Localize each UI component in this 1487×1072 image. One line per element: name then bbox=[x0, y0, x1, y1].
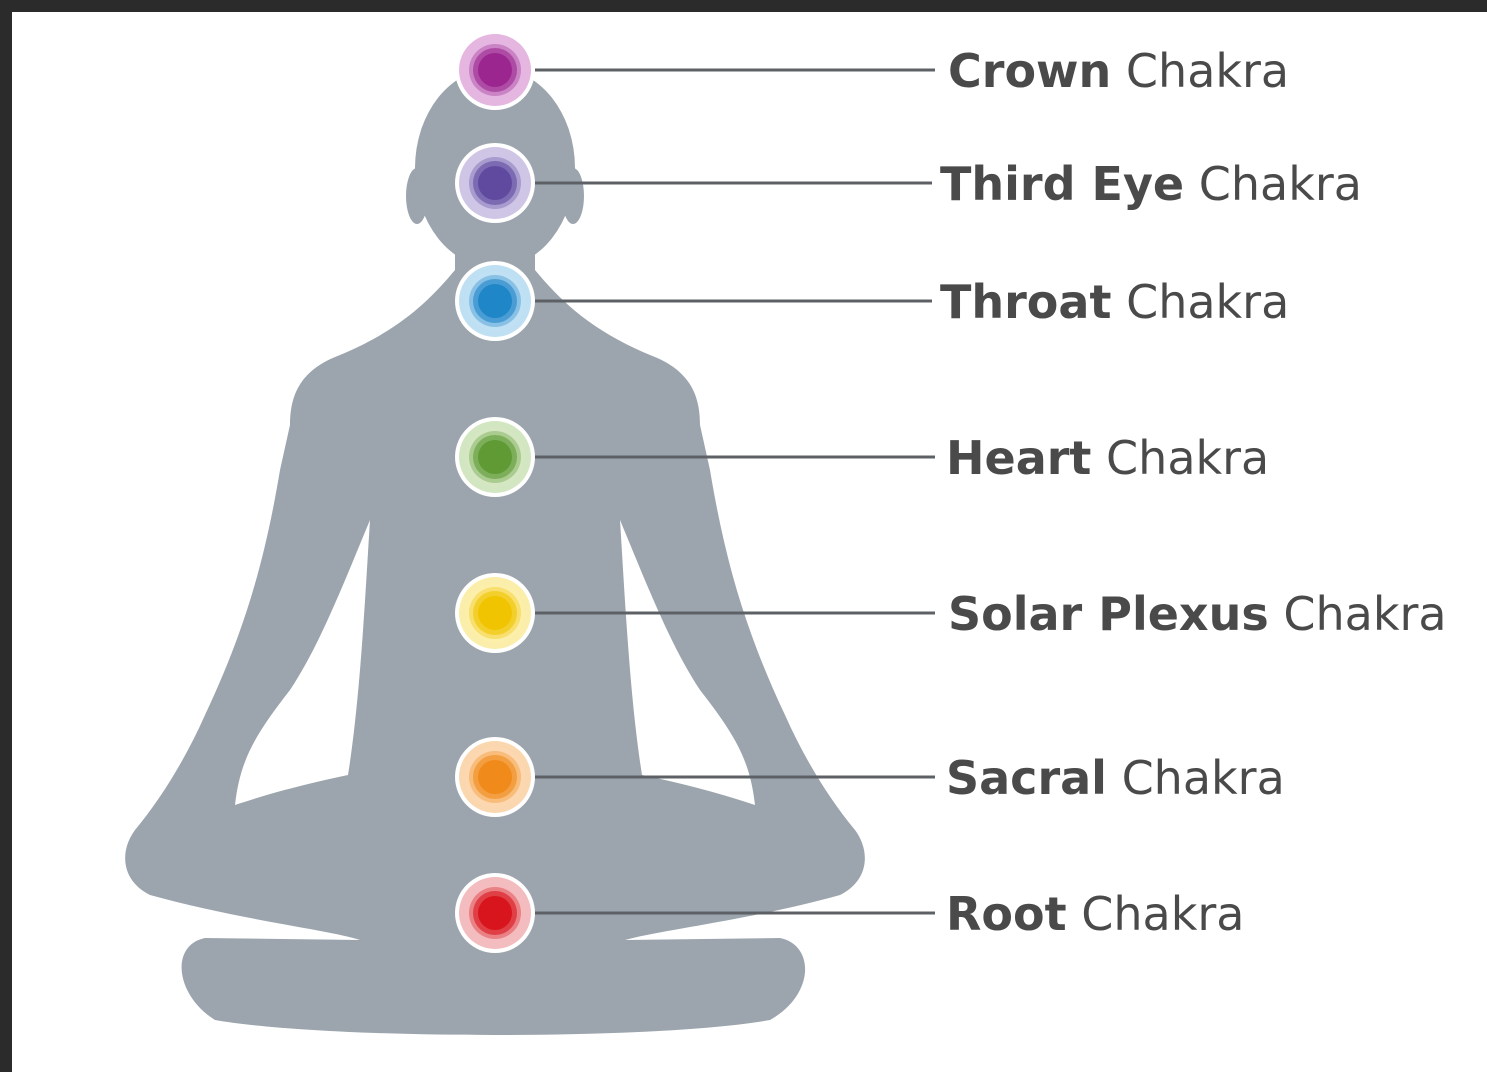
chakra-suffix: Chakra bbox=[1106, 431, 1269, 485]
chakra-name: Heart bbox=[946, 431, 1091, 485]
chakra-dot bbox=[478, 896, 512, 930]
chakra-suffix: Chakra bbox=[1199, 157, 1362, 211]
chakra-third-eye: Third Eye Chakra bbox=[455, 143, 1362, 223]
chakra-dot bbox=[478, 440, 512, 474]
chakra-suffix: Chakra bbox=[1122, 751, 1285, 805]
chakra-name: Sacral bbox=[946, 751, 1107, 805]
chakra-crown: Crown Chakra bbox=[455, 30, 1289, 110]
chakra-label: Heart Chakra bbox=[946, 431, 1269, 485]
chakra-suffix: Chakra bbox=[1126, 44, 1289, 98]
chakra-dot bbox=[478, 166, 512, 200]
figure-right-ear bbox=[562, 168, 584, 224]
chakra-name: Throat bbox=[940, 275, 1111, 329]
chakra-suffix: Chakra bbox=[1283, 587, 1446, 641]
chakra-label: Root Chakra bbox=[946, 887, 1244, 941]
chakra-label: Solar Plexus Chakra bbox=[948, 587, 1447, 641]
chakra-label: Sacral Chakra bbox=[946, 751, 1285, 805]
figure-left-ear bbox=[406, 168, 428, 224]
chakra-suffix: Chakra bbox=[1126, 275, 1289, 329]
chakra-suffix: Chakra bbox=[1081, 887, 1244, 941]
chakra-name: Solar Plexus bbox=[948, 587, 1269, 641]
chakra-dot bbox=[478, 760, 512, 794]
chakra-name: Third Eye bbox=[940, 157, 1184, 211]
chakra-dot bbox=[478, 284, 512, 318]
chakra-label: Crown Chakra bbox=[948, 44, 1289, 98]
chakra-dot bbox=[478, 596, 512, 630]
chakra-name: Crown bbox=[948, 44, 1111, 98]
chakra-name: Root bbox=[946, 887, 1067, 941]
chakra-label: Throat Chakra bbox=[940, 275, 1289, 329]
chakra-dot bbox=[478, 53, 512, 87]
chakra-label: Third Eye Chakra bbox=[940, 157, 1362, 211]
